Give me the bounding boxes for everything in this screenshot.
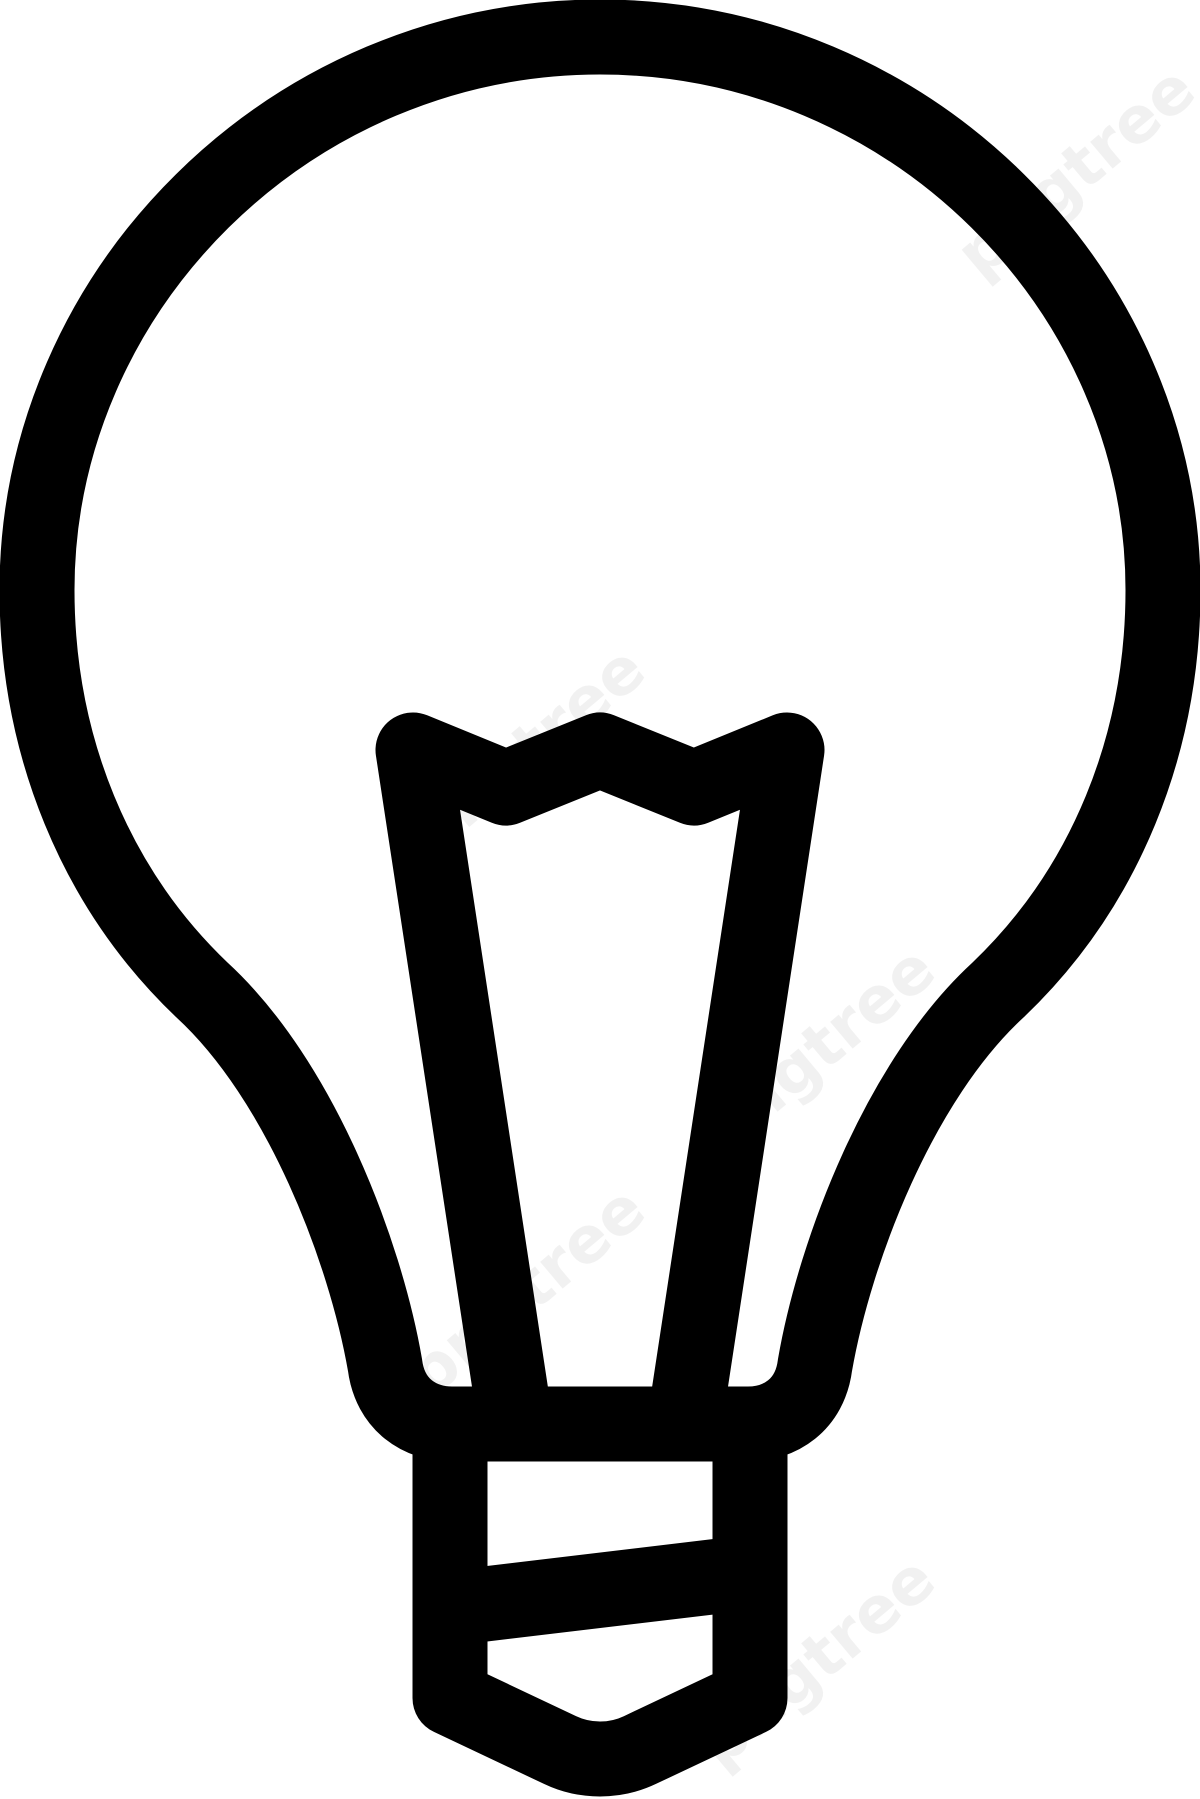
bulb-filament bbox=[375, 712, 825, 1458]
base-thread-line-1 bbox=[422, 1535, 783, 1645]
bulb-screw-base bbox=[412, 1386, 788, 1797]
